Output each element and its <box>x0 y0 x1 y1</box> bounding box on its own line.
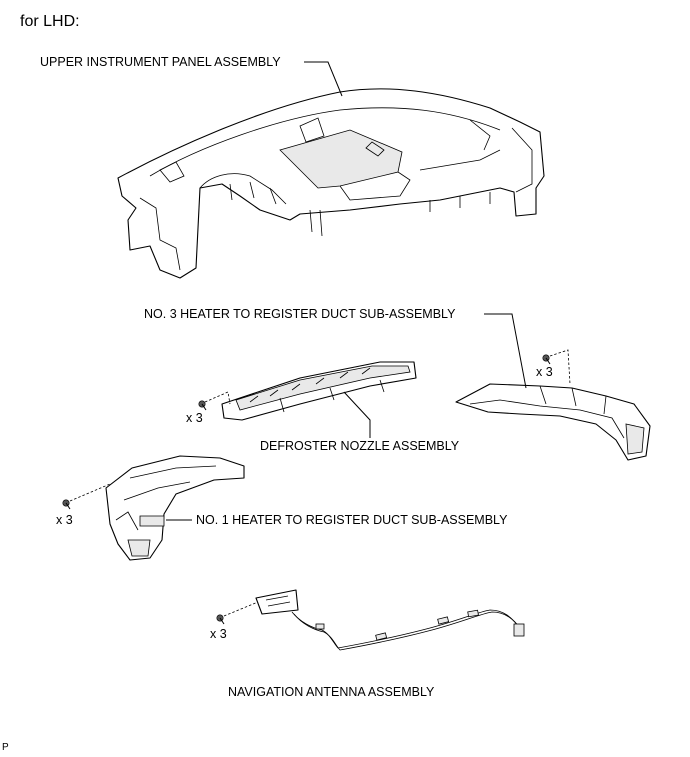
no3-duct-screw-guide <box>549 349 571 385</box>
no3-duct-leader <box>484 313 527 389</box>
qty-nav-antenna-screws: x 3 <box>210 627 227 641</box>
defroster-nozzle-drawing <box>221 361 417 421</box>
nav-antenna-screw-icon <box>216 614 225 625</box>
nav-antenna-screw-guide <box>223 601 259 617</box>
navigation-antenna-drawing <box>255 589 525 651</box>
figure-code: P <box>2 742 9 753</box>
upper-instrument-panel-drawing <box>117 88 545 279</box>
no1-duct-drawing <box>105 455 245 561</box>
no3-duct-drawing <box>455 383 651 461</box>
label-navigation-antenna: NAVIGATION ANTENNA ASSEMBLY <box>228 685 435 699</box>
qty-no1-duct-screws: x 3 <box>56 513 73 527</box>
defroster-screw-icon <box>198 400 207 411</box>
defroster-screw-guide <box>204 391 231 405</box>
label-defroster-nozzle: DEFROSTER NOZZLE ASSEMBLY <box>260 439 460 453</box>
label-no3-heater-duct: NO. 3 HEATER TO REGISTER DUCT SUB-ASSEMB… <box>144 307 456 321</box>
diagram-heading: for LHD: <box>20 13 80 30</box>
no1-duct-screw-icon <box>62 499 71 510</box>
label-upper-instrument-panel: UPPER INSTRUMENT PANEL ASSEMBLY <box>40 55 281 69</box>
upper-panel-leader <box>304 61 343 97</box>
defroster-leader <box>343 391 371 438</box>
qty-defroster-screws: x 3 <box>186 411 203 425</box>
label-no1-heater-duct: NO. 1 HEATER TO REGISTER DUCT SUB-ASSEMB… <box>196 513 508 527</box>
qty-no3-duct-screws: x 3 <box>536 365 553 379</box>
no1-duct-screw-guide <box>69 483 111 502</box>
no3-duct-screw-icon <box>542 354 551 365</box>
